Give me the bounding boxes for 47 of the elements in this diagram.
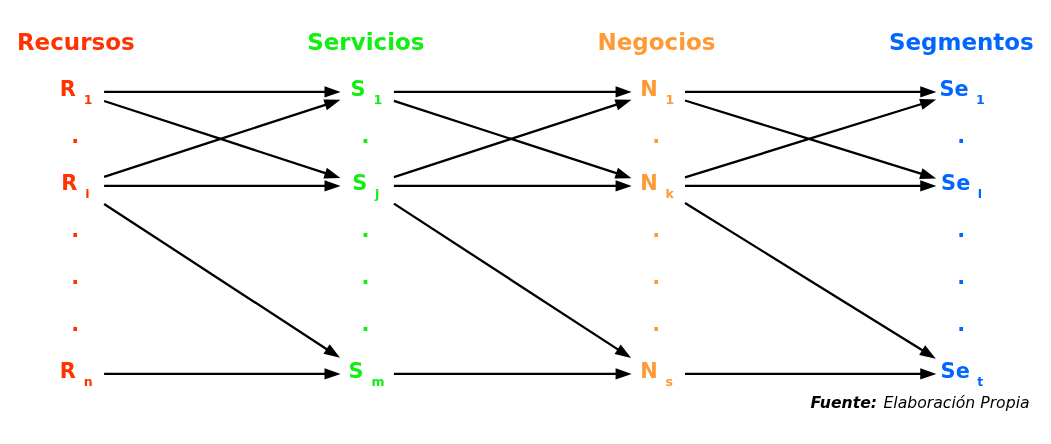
arrow — [393, 367, 632, 380]
arrow — [393, 202, 632, 358]
label: . — [652, 311, 661, 336]
arrow — [104, 367, 341, 380]
label: . — [652, 123, 661, 148]
arrow — [103, 202, 341, 358]
node-text: S$_{j}$ — [352, 170, 380, 201]
node-text: Se$_{l}$ — [941, 170, 982, 201]
arrow — [104, 85, 341, 98]
label: Servicios — [307, 28, 425, 55]
label: Negocios — [597, 28, 716, 55]
node-text: S$_{1}$ — [350, 76, 383, 107]
label: . — [361, 311, 370, 336]
label: . — [652, 264, 661, 289]
label: . — [71, 264, 80, 289]
label: Recursos — [16, 28, 135, 55]
arrow — [685, 367, 937, 380]
arrow — [393, 179, 632, 192]
arrow — [104, 179, 341, 192]
label: . — [957, 311, 966, 336]
label: Segmentos — [888, 28, 1034, 55]
label: . — [361, 217, 370, 242]
label: . — [957, 264, 966, 289]
node-text: Se$_{t}$ — [940, 358, 984, 389]
node-text: N$_{k}$ — [640, 170, 674, 201]
arrow — [684, 98, 937, 179]
label: . — [652, 217, 661, 242]
label: . — [957, 217, 966, 242]
label: . — [361, 123, 370, 148]
arrow — [685, 179, 937, 192]
caption: Fuente: Elaboración Propia — [810, 392, 1030, 412]
node-text: R$_{n}$ — [59, 358, 93, 389]
arrow — [393, 85, 632, 98]
node-text: R$_{1}$ — [59, 76, 93, 107]
arrow — [684, 201, 936, 359]
label: . — [71, 311, 80, 336]
label: . — [71, 123, 80, 148]
label: . — [957, 123, 966, 148]
arrow — [685, 85, 937, 98]
label: . — [71, 217, 80, 242]
node-text: S$_{m}$ — [348, 358, 385, 389]
node-text: R$_{i}$ — [61, 170, 90, 201]
node-text: N$_{1}$ — [640, 76, 675, 107]
label: . — [361, 264, 370, 289]
node-text: Se$_{1}$ — [939, 76, 985, 107]
arrow — [103, 99, 341, 178]
node-text: N$_{s}$ — [640, 358, 673, 389]
